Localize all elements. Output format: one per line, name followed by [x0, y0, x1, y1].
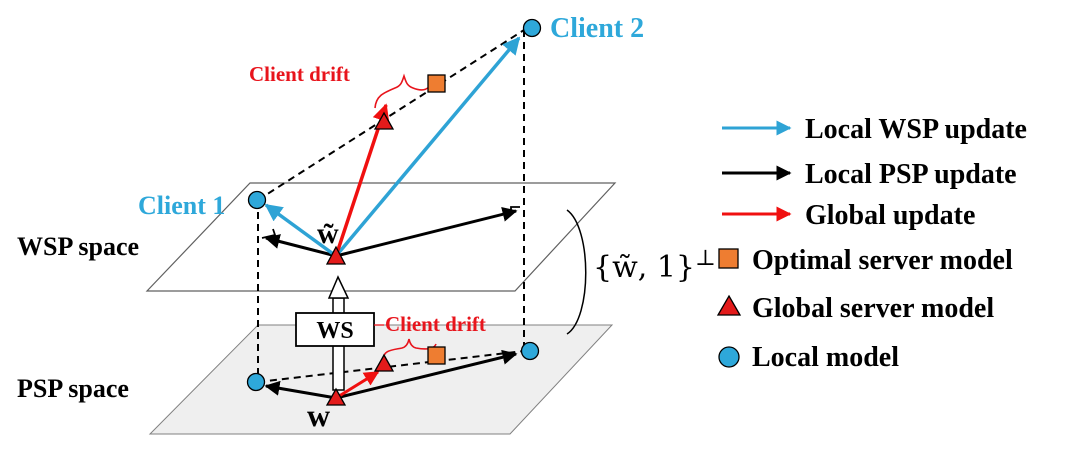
- orthogonal-complement-body: {w̃, 1}: [593, 250, 695, 285]
- w-tilde-label: w̃: [317, 217, 339, 250]
- client2-label: Client 2: [550, 13, 644, 44]
- wsp-red-global-arrow: [334, 103, 390, 257]
- local-model-client1-wsp: [247, 190, 267, 210]
- drift-brace-top: [374, 73, 433, 109]
- wsp-plane: [145, 182, 617, 292]
- optimal-server-model-wsp: [427, 74, 446, 93]
- ws-box-label: WS: [316, 318, 353, 344]
- client1-label: Client 1: [138, 191, 225, 220]
- client-drift-label-top: Client drift: [249, 62, 350, 86]
- local-model-client2-wsp: [522, 18, 542, 38]
- local-model-client1-psp: [246, 372, 266, 392]
- legend-label-global-server-model: Global server model: [752, 293, 994, 324]
- local-model-client2-psp: [520, 341, 540, 361]
- psp-red-global-arrow: [335, 370, 380, 400]
- psp-plane: [148, 324, 614, 435]
- client-drift-label-bottom: Client drift: [385, 312, 486, 336]
- orthogonal-symbol: ⊥: [695, 246, 716, 271]
- blue-circle-icon: [718, 346, 740, 368]
- psp-black-arrow-left: [264, 380, 337, 400]
- orthogonal-complement-label: {w̃, 1}⊥: [593, 246, 716, 285]
- ws-box: [295, 312, 375, 347]
- global-server-model-psp-mid: [373, 353, 395, 372]
- wsp-black-arrow-right: [335, 206, 518, 258]
- optimal-server-model-psp: [427, 346, 446, 365]
- plane-brace: [566, 209, 587, 335]
- wsp-blue-arrow-client1: [264, 203, 338, 258]
- global-server-model-w: [325, 387, 347, 406]
- legend: Local WSP update Local PSP update Global…: [716, 114, 1027, 373]
- legend-label-local-wsp-update: Local WSP update: [805, 114, 1027, 145]
- legend-label-local-psp-update: Local PSP update: [805, 159, 1017, 190]
- global-server-model-w-tilde: [325, 245, 347, 265]
- legend-label-optimal-server-model: Optimal server model: [752, 245, 1013, 276]
- orange-square-icon: [718, 248, 739, 269]
- red-triangle-icon: [716, 294, 742, 316]
- legend-label-local-model: Local model: [752, 342, 899, 373]
- wsp-blue-arrow-client2: [334, 36, 521, 258]
- wsp-space-label: WSP space: [17, 232, 139, 261]
- global-server-model-wsp-top: [373, 111, 395, 130]
- legend-label-global-update: Global update: [805, 200, 975, 231]
- psp-space-label: PSP space: [17, 374, 129, 403]
- drift-brace-bottom: [382, 338, 437, 361]
- dashed-line-clients-top: [257, 29, 525, 201]
- wsp-black-arrow-left: [264, 234, 337, 258]
- psp-black-arrow-right: [335, 349, 518, 400]
- w-label: w: [307, 397, 330, 433]
